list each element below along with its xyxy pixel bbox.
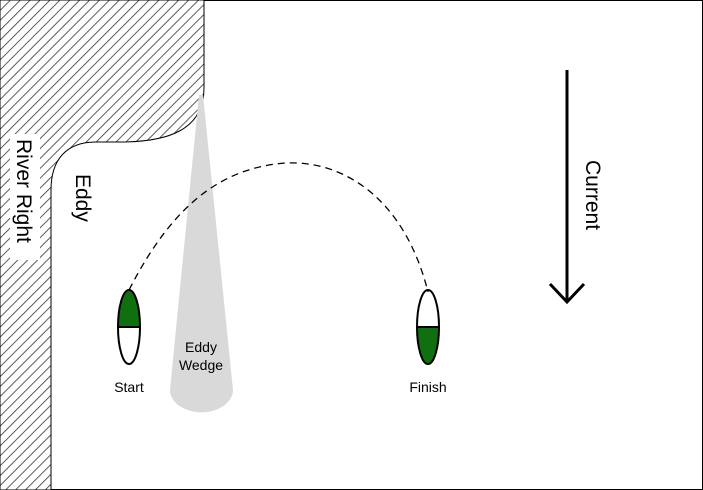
eddy-wedge-label-line2: Wedge bbox=[179, 357, 223, 373]
river-right-label: River Right bbox=[12, 139, 35, 243]
eddy-wedge bbox=[170, 95, 233, 413]
current-label: Current bbox=[581, 160, 604, 230]
current-arrow-down-icon bbox=[548, 70, 586, 305]
finish-label: Finish bbox=[409, 379, 446, 395]
eddy-wedge-label-line1: Eddy bbox=[185, 339, 217, 355]
eddy-label: Eddy bbox=[71, 174, 94, 222]
finish-boat-kayak-icon bbox=[416, 289, 440, 365]
river-right-label-group: River Right bbox=[10, 134, 40, 260]
start-label: Start bbox=[114, 379, 144, 395]
start-boat-kayak-icon bbox=[117, 289, 141, 365]
